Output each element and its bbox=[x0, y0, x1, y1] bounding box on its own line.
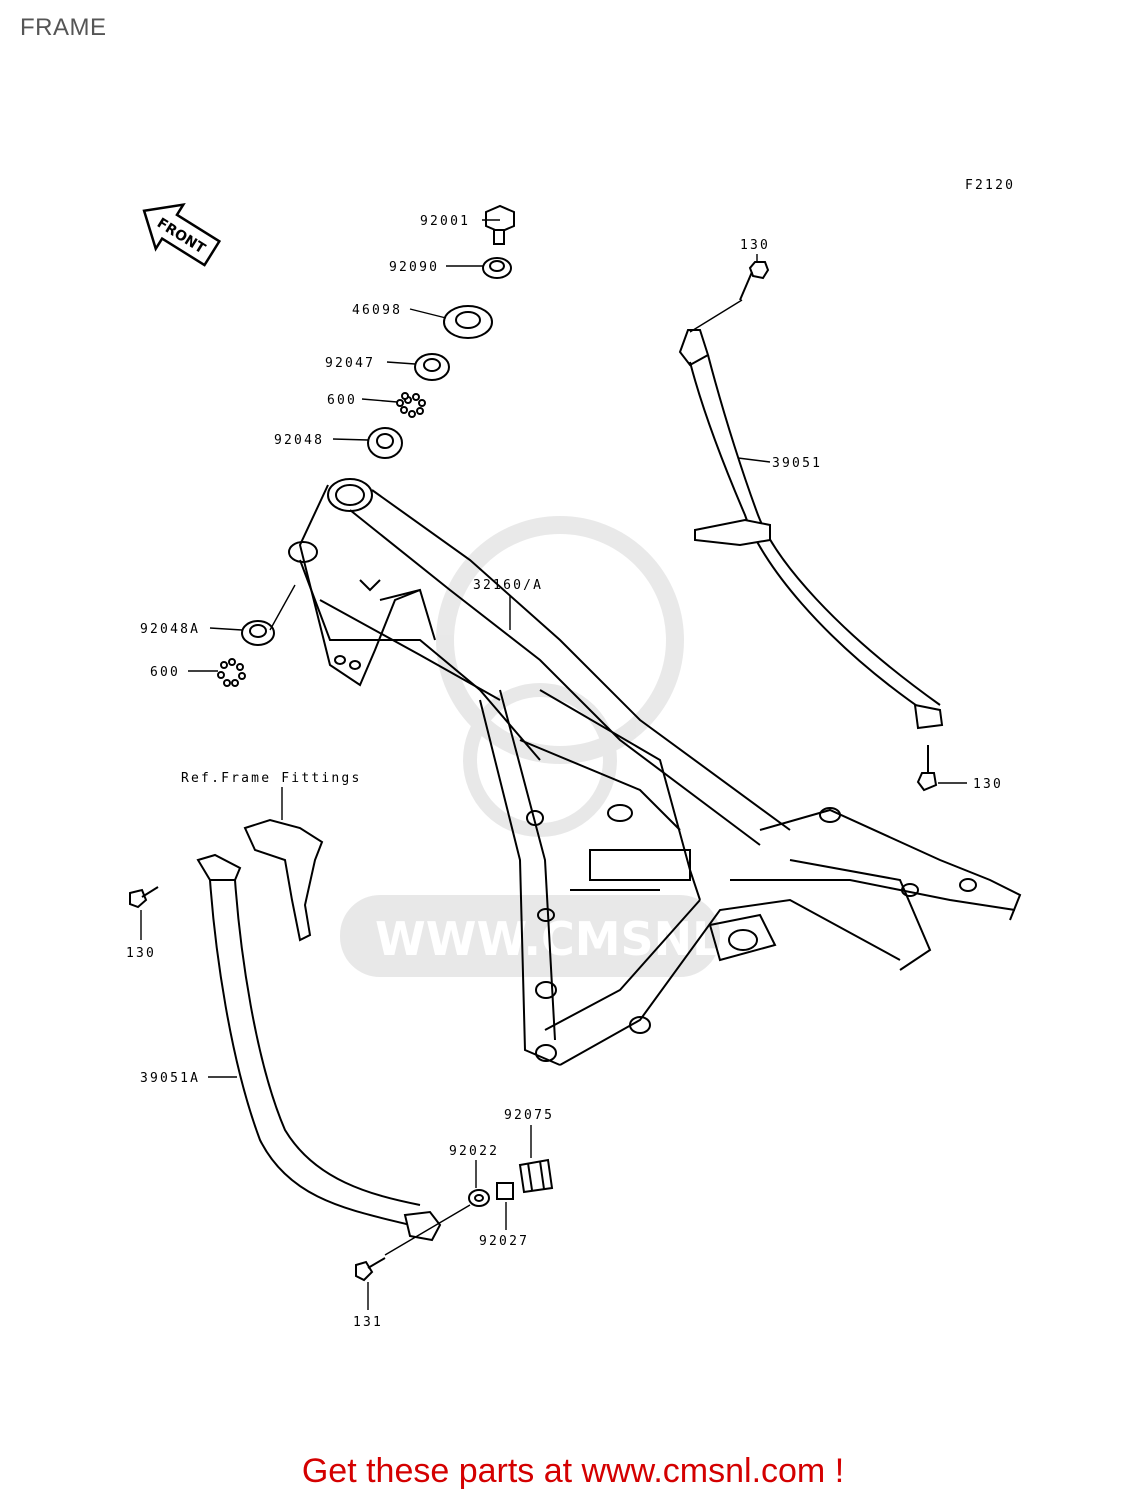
label-92027: 92027 bbox=[479, 1234, 529, 1249]
label-131: 131 bbox=[353, 1315, 383, 1330]
label-92047: 92047 bbox=[325, 356, 375, 371]
hardware bbox=[129, 261, 938, 1282]
page-title: FRAME bbox=[20, 14, 107, 41]
part-labels: F2120 92001 92090 46098 92047 600 92048 … bbox=[126, 178, 1015, 1330]
bolt-130-right-icon bbox=[916, 745, 938, 792]
label-92090: 92090 bbox=[389, 260, 439, 275]
label-130-top: 130 bbox=[740, 238, 770, 253]
nut-92001-icon bbox=[485, 204, 515, 245]
front-arrow-icon: FRONT bbox=[142, 202, 222, 267]
bearing-600-bottom-icon bbox=[217, 658, 246, 687]
bolt-130-left-icon bbox=[129, 886, 159, 909]
watermark-text: WWW.CMSNL.COM bbox=[375, 912, 858, 966]
damper-92075-icon bbox=[518, 1158, 554, 1194]
brace-39051a bbox=[196, 818, 442, 1242]
label-39051: 39051 bbox=[772, 456, 822, 471]
label-92022: 92022 bbox=[449, 1144, 499, 1159]
label-92075: 92075 bbox=[504, 1108, 554, 1123]
bearing-600-top-icon bbox=[396, 392, 426, 418]
cmsnl-watermark: WWW.CMSNL.COM bbox=[340, 516, 858, 977]
label-ref-frame-fittings: Ref.Frame Fittings bbox=[181, 771, 361, 786]
leader-lines bbox=[140, 219, 967, 1310]
brace-39051 bbox=[678, 329, 944, 730]
label-32160: 32160/A bbox=[473, 578, 543, 593]
label-600-bottom: 600 bbox=[150, 665, 180, 680]
label-39051a: 39051A bbox=[140, 1071, 200, 1086]
collar-92022-icon bbox=[468, 1189, 490, 1207]
label-92048: 92048 bbox=[274, 433, 324, 448]
collar-92027-icon bbox=[496, 1182, 514, 1200]
label-92001: 92001 bbox=[420, 214, 470, 229]
label-130-right: 130 bbox=[973, 777, 1003, 792]
label-600-top: 600 bbox=[327, 393, 357, 408]
label-46098: 46098 bbox=[352, 303, 402, 318]
main-frame-32160 bbox=[288, 478, 1022, 1066]
bolt-131-icon bbox=[355, 1257, 386, 1282]
stem-parts bbox=[217, 204, 515, 687]
bolt-130-top-icon bbox=[739, 261, 770, 301]
label-92048a: 92048A bbox=[140, 622, 200, 637]
footer-link[interactable]: Get these parts at www.cmsnl.com ! bbox=[301, 1452, 845, 1490]
diagram-code: F2120 bbox=[965, 178, 1015, 193]
label-130-left: 130 bbox=[126, 946, 156, 961]
